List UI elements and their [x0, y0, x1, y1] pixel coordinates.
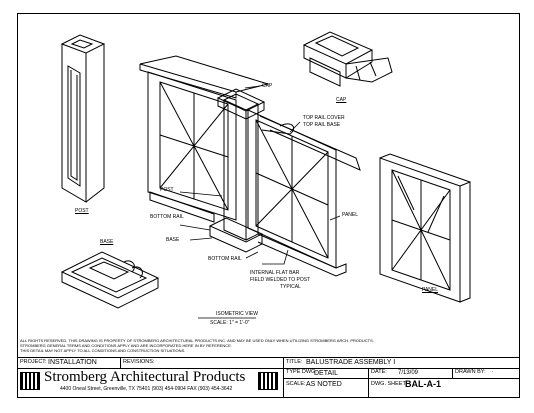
- project-label: PROJECT:: [20, 359, 47, 365]
- sheet-label: DWG. SHEET:: [371, 381, 407, 387]
- scale-label: SCALE:: [286, 381, 306, 387]
- cap-detail-label: CAP: [336, 97, 347, 103]
- legal-notice: ALL RIGHTS RESERVED. THIS DRAWING IS PRO…: [20, 338, 490, 353]
- legal-line: STROMBERG GENERAL TERMS AND CONDITIONS A…: [20, 343, 232, 348]
- cap-detail-drawing: [302, 31, 393, 87]
- field-welded-callout: FIELD WELDED TO POST: [250, 277, 311, 283]
- bottom-rail-callout-2: BOTTOM RAIL: [208, 256, 242, 262]
- drawn-by-label: DRAWN BY:: [455, 369, 486, 375]
- callout-leaders: [179, 85, 341, 265]
- panel-label: PANEL: [422, 287, 439, 293]
- panel-detail-drawing: [379, 153, 471, 303]
- post-drawing: [60, 34, 106, 203]
- company-name: Stromberg Architectural Products: [44, 369, 246, 385]
- base-label: BASE: [100, 239, 114, 245]
- sheet-border: [17, 13, 520, 398]
- type-label: TYPE DWG:: [286, 369, 317, 375]
- company-address: 4400 Oneal Street, Greenville, TX 75401 …: [60, 386, 233, 392]
- post-label: POST: [75, 208, 89, 214]
- base-callout: BASE: [166, 237, 180, 243]
- date-label: DATE:: [371, 369, 387, 375]
- date-value: 7/13/09: [398, 370, 419, 376]
- internal-flat-bar-callout: INTERNAL FLAT BAR: [250, 270, 300, 276]
- company-logo-right: [258, 372, 278, 390]
- scale-note: SCALE: 1" = 1'-0": [210, 320, 250, 326]
- title-value: BALUSTRADE ASSEMBLY I: [306, 359, 396, 366]
- legal-line: ALL RIGHTS RESERVED. THIS DRAWING IS PRO…: [20, 338, 374, 343]
- top-rail-base-callout: TOP RAIL BASE: [303, 122, 341, 128]
- typical-callout: TYPICAL: [280, 284, 301, 290]
- isometric-view-label: ISOMETRIC VIEW: [216, 311, 258, 317]
- revisions-label: REVISIONS:: [123, 359, 155, 365]
- project-value: INSTALLATION: [48, 359, 97, 366]
- type-value: DETAIL: [314, 370, 338, 377]
- drawn-by-value: .: [492, 368, 494, 374]
- bottom-rail-callout: BOTTOM RAIL: [150, 214, 184, 220]
- cap-callout: CAP: [262, 83, 273, 89]
- post-callout: POST: [160, 187, 174, 193]
- company-logo-left: [20, 372, 40, 390]
- assembly-drawing: [139, 55, 361, 277]
- panel-callout: PANEL: [342, 212, 359, 218]
- scale-value: AS NOTED: [306, 381, 342, 388]
- top-rail-cover-callout: TOP RAIL COVER: [303, 115, 345, 121]
- legal-line: THIS DETAIL MAY NOT APPLY TO ALL CONDITI…: [20, 348, 186, 353]
- title-label: TITLE:: [286, 359, 303, 365]
- sheet-value: BAL-A-1: [405, 379, 441, 389]
- base-detail-drawing: [60, 251, 160, 309]
